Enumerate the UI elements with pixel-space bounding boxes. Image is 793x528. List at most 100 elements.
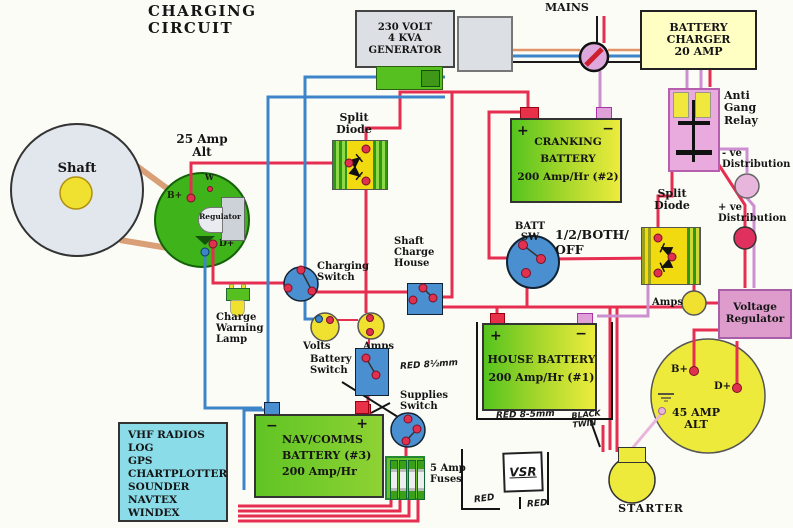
- instrument-windex: WINDEX: [128, 507, 180, 520]
- fuse-1: [390, 460, 398, 500]
- generator-aux-box: [457, 16, 513, 72]
- violet-wires: [597, 70, 756, 318]
- split-diode-left-label: Split Diode: [336, 111, 372, 137]
- split-diode-left-box: [332, 140, 388, 190]
- wire-annotation-black-twin: BLACK TWIN: [571, 408, 602, 430]
- shaft-pulley: [10, 123, 174, 257]
- regulator-label: Regulator: [199, 212, 241, 221]
- generator-box: 230 VOLT 4 KVA GENERATOR: [355, 10, 455, 68]
- split-diode-right-stripes-b: [687, 228, 700, 284]
- amps-gauge-label: Amps: [363, 341, 394, 352]
- nav-battery-terminal-pos: [355, 401, 369, 414]
- instrument-sounder: SOUNDER: [128, 481, 190, 494]
- starter-label: STARTER: [618, 502, 684, 515]
- vsr-box: VSR: [502, 451, 544, 493]
- fuse-4: [417, 460, 425, 500]
- battery-charger-label: BATTERY CHARGER 20 AMP: [666, 20, 731, 59]
- batt-sw-body: [506, 235, 560, 289]
- instrument-navtex: NAVTEX: [128, 494, 178, 507]
- mains-label: MAINS: [545, 1, 589, 14]
- hand-drawn-wires: [341, 322, 613, 510]
- alt-25-d-plus: D+: [219, 239, 235, 249]
- split-diode-left-stripes-b: [373, 141, 387, 189]
- instrument-chartplotter: CHARTPLOTTER: [128, 468, 228, 481]
- house-battery-minus: −: [575, 326, 587, 342]
- cranking-battery-plus: +: [517, 123, 529, 139]
- starter-body: [608, 456, 656, 504]
- supplies-switch-body: [390, 412, 426, 448]
- pink-wires: [628, 412, 664, 452]
- page-title: CHARGING CIRCUIT: [148, 2, 257, 37]
- amps-gauge-right-label: Amps: [652, 297, 683, 308]
- vsr-label: VSR: [509, 464, 537, 480]
- amps-gauge-right-body: [681, 290, 707, 316]
- cranking-battery-minus: −: [602, 121, 614, 137]
- shaft-charge-house-box: [407, 283, 443, 315]
- pos-distribution-label: + ve Distribution: [718, 202, 787, 225]
- relay-core-vertical: [692, 100, 695, 162]
- split-diode-right-box: [641, 227, 701, 285]
- generator-output-terminal: [421, 70, 440, 87]
- regulator-body: [198, 207, 223, 233]
- neg-distribution-label: - ve Distribution: [722, 148, 791, 171]
- fuse-2: [399, 460, 407, 500]
- generator-label: 230 VOLT 4 KVA GENERATOR: [368, 22, 442, 56]
- nav-battery-label: NAV/COMMS BATTERY (#3) 200 Amp/Hr: [282, 433, 372, 478]
- shaft-charge-house-label: Shaft Charge House: [394, 236, 435, 270]
- starter-solenoid: [618, 447, 646, 463]
- split-diode-right-label: Split Diode: [654, 187, 690, 213]
- split-diode-right-stripes-a: [642, 228, 653, 284]
- nav-battery-plus: +: [356, 416, 368, 432]
- relay-pad-right: [695, 92, 711, 118]
- alt-25-b-plus: B+: [167, 191, 183, 201]
- relay-contact-bar-2: [676, 150, 712, 155]
- fuse-3: [408, 460, 416, 500]
- alt-45-b-plus: B+: [671, 364, 688, 375]
- volts-gauge-body: [310, 312, 340, 342]
- instrument-gps: GPS: [128, 455, 153, 468]
- anti-gang-relay-label: Anti Gang Relay: [724, 89, 758, 127]
- battery-switch-label: Battery Switch: [310, 354, 352, 377]
- cranking-battery-box: + − CRANKING BATTERY 200 Amp/Hr (#2): [510, 118, 622, 203]
- supplies-switch-label: Supplies Switch: [400, 390, 449, 413]
- house-battery-label: HOUSE BATTERY 200 Amp/Hr (#1): [487, 353, 596, 384]
- split-diode-left-center: [347, 141, 373, 189]
- split-diode-left-stripes-a: [333, 141, 347, 189]
- instruments-panel: VHF RADIOS LOG GPS CHARTPLOTTER SOUNDER …: [118, 422, 228, 522]
- charging-switch-body: [283, 266, 319, 302]
- battery-charger-box: BATTERY CHARGER 20 AMP: [640, 10, 757, 70]
- nav-battery-box: − + NAV/COMMS BATTERY (#3) 200 Amp/Hr: [254, 414, 384, 498]
- wire-annotation-red-right: RED: [526, 498, 548, 510]
- voltage-regulator-label: Voltage Regulator: [725, 301, 785, 325]
- nav-battery-minus: −: [266, 418, 278, 434]
- house-battery-plus: +: [490, 328, 502, 344]
- charge-warning-lamp-bulb: [230, 300, 245, 317]
- wire-annotation-house: RED 8-5mm: [495, 408, 555, 422]
- charging-switch-label: Charging Switch: [317, 261, 370, 284]
- volts-gauge-label: Volts: [303, 341, 331, 352]
- relay-pad-left: [673, 92, 689, 118]
- alt-45-label: 45 AMP ALT: [671, 406, 721, 432]
- alt-25-w: W: [205, 172, 214, 182]
- neg-distribution-point: [734, 173, 760, 199]
- batt-sw-label: BATT SW: [514, 221, 546, 244]
- voltage-regulator-box: Voltage Regulator: [718, 289, 792, 339]
- fuse-block: [385, 456, 425, 500]
- split-diode-right-center: [653, 228, 687, 284]
- alternator-45amp-body: [650, 338, 766, 454]
- cranking-battery-label: CRANKING BATTERY 200 Amp/Hr (#2): [517, 136, 619, 183]
- instrument-log: LOG: [128, 442, 154, 455]
- amps-gauge-body: [357, 312, 385, 340]
- alt-25-label: 25 Amp Alt: [176, 132, 228, 160]
- house-battery-box: + − HOUSE BATTERY 200 Amp/Hr (#1): [482, 323, 597, 411]
- shaft-label: Shaft: [57, 161, 97, 176]
- instrument-vhf-radios: VHF RADIOS: [128, 429, 205, 441]
- batt-sw-positions: 1/2/BOTH/ OFF: [555, 227, 629, 257]
- pos-distribution-point: [733, 226, 757, 250]
- charge-warning-lamp-label: Charge Warning Lamp: [216, 312, 264, 346]
- battery-switch-box: [355, 348, 389, 396]
- alt-45-d-plus: D+: [714, 381, 732, 392]
- black-wires: [512, 16, 640, 63]
- fuses-label: 5 Amp Fuses: [430, 463, 466, 486]
